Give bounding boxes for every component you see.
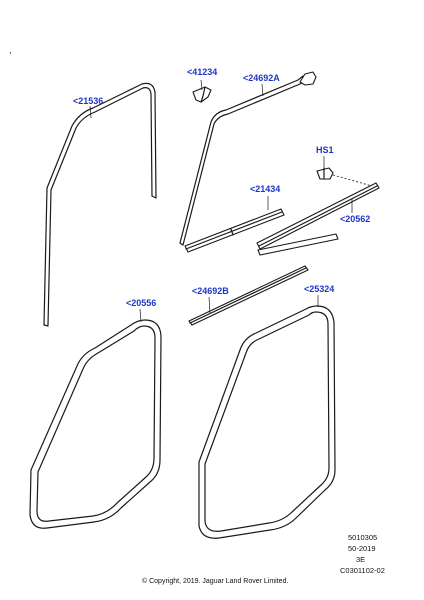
part-41234-corner-moulding[interactable]: [192, 86, 212, 103]
part-25324-rear-door-opening-seal[interactable]: [198, 305, 336, 539]
drawing-info-line1: 5010305: [348, 533, 377, 542]
leader-20556: [139, 308, 142, 323]
part-20562-belt-moulding[interactable]: [256, 182, 380, 256]
callout-41234[interactable]: <41234: [187, 67, 217, 77]
callout-25324[interactable]: <25324: [304, 284, 334, 294]
drawing-info-line2: 50-2019: [348, 544, 376, 553]
drawing-info-line3: 3E: [356, 555, 365, 564]
part-21434-inner-belt-seal[interactable]: [184, 208, 285, 253]
copyright-notice: © Copyright, 2019. Jaguar Land Rover Lim…: [142, 577, 288, 585]
leader-24692A: [261, 83, 264, 97]
callout-24692B[interactable]: <24692B: [192, 286, 229, 296]
part-24692A-frame-finisher[interactable]: [179, 71, 317, 246]
callout-21434[interactable]: <21434: [250, 184, 280, 194]
callout-20562[interactable]: <20562: [340, 214, 370, 224]
callout-20556[interactable]: <20556: [126, 298, 156, 308]
part-20556-front-door-opening-seal[interactable]: [29, 319, 162, 529]
leader-24692B: [208, 296, 211, 315]
leader-21536: [89, 105, 92, 119]
stray-mark: [9, 51, 12, 55]
part-24692B-lower-finisher[interactable]: [188, 265, 309, 326]
leader-41234: [200, 79, 203, 91]
leader-HS1-dashed: [332, 174, 373, 187]
callout-HS1[interactable]: HS1: [316, 145, 334, 155]
callout-24692A[interactable]: <24692A: [243, 73, 280, 83]
part-HS1-clip[interactable]: [316, 167, 334, 180]
part-21536-door-frame-seal[interactable]: [43, 82, 157, 327]
callout-21536[interactable]: <21536: [73, 96, 103, 106]
drawing-info-line4: C0301102-02: [340, 566, 385, 575]
